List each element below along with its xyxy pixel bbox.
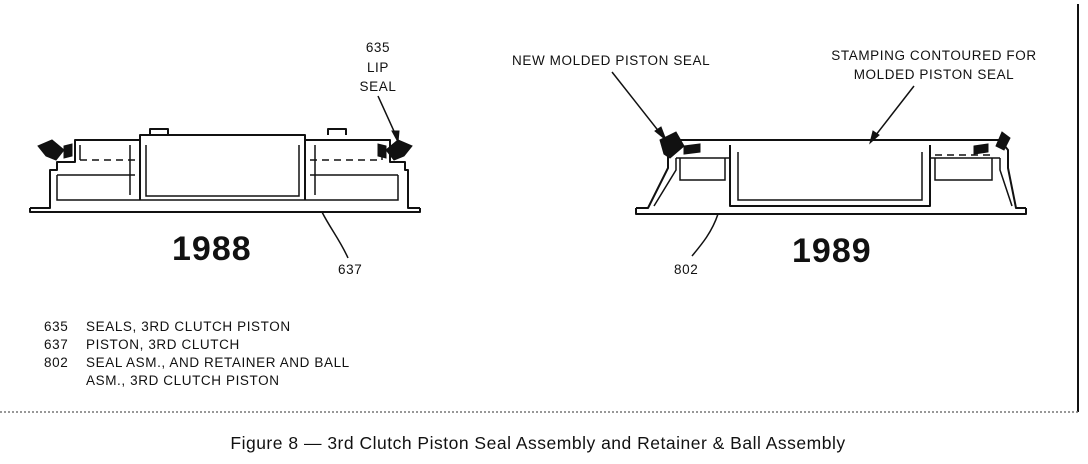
- callout-637: 637: [338, 262, 362, 277]
- year-1989: 1989: [792, 232, 872, 270]
- piston-1988-drawing: [29, 128, 421, 213]
- callout-stamping-line2: MOLDED PISTON SEAL: [854, 67, 1015, 82]
- callout-lip: LIP: [367, 60, 389, 75]
- legend-text-635: SEALS, 3RD CLUTCH PISTON: [86, 319, 291, 334]
- callout-new-molded-seal: NEW MOLDED PISTON SEAL: [512, 53, 710, 68]
- legend-text-802: SEAL ASM., AND RETAINER AND BALL: [86, 355, 350, 370]
- new-seal-leader-line: [611, 71, 665, 139]
- stamping-leader-line: [871, 85, 915, 141]
- piston-1989-drawing: [635, 131, 1027, 215]
- piston-leader-line: [321, 211, 349, 259]
- callout-802: 802: [674, 262, 698, 277]
- parts-legend: 635 SEALS, 3RD CLUTCH PISTON 637 PISTON,…: [44, 319, 350, 388]
- legend-number-802: 802: [44, 355, 68, 370]
- lip-seal-callout: 635 LIP SEAL: [360, 40, 400, 144]
- legend-number-635: 635: [44, 319, 68, 334]
- seal-asm-callout: 802: [674, 213, 719, 277]
- seal-asm-leader-line: [691, 213, 719, 257]
- stamping-arrowhead: [869, 130, 880, 145]
- piston-callout: 637: [321, 211, 362, 277]
- callout-seal: SEAL: [360, 79, 397, 94]
- callout-635: 635: [366, 40, 390, 55]
- year-1988: 1988: [172, 230, 252, 268]
- legend-text-637: PISTON, 3RD CLUTCH: [86, 337, 240, 352]
- legend-text-802-cont: ASM., 3RD CLUTCH PISTON: [86, 373, 280, 388]
- legend-number-637: 637: [44, 337, 68, 352]
- figure-caption: Figure 8 — 3rd Clutch Piston Seal Assemb…: [230, 433, 845, 453]
- stamping-callout: STAMPING CONTOURED FOR MOLDED PISTON SEA…: [831, 48, 1036, 145]
- new-seal-arrowhead: [654, 126, 668, 142]
- lip-seal-arrowhead: [391, 130, 400, 144]
- callout-stamping-line1: STAMPING CONTOURED FOR: [831, 48, 1036, 63]
- new-seal-callout: NEW MOLDED PISTON SEAL: [512, 53, 710, 142]
